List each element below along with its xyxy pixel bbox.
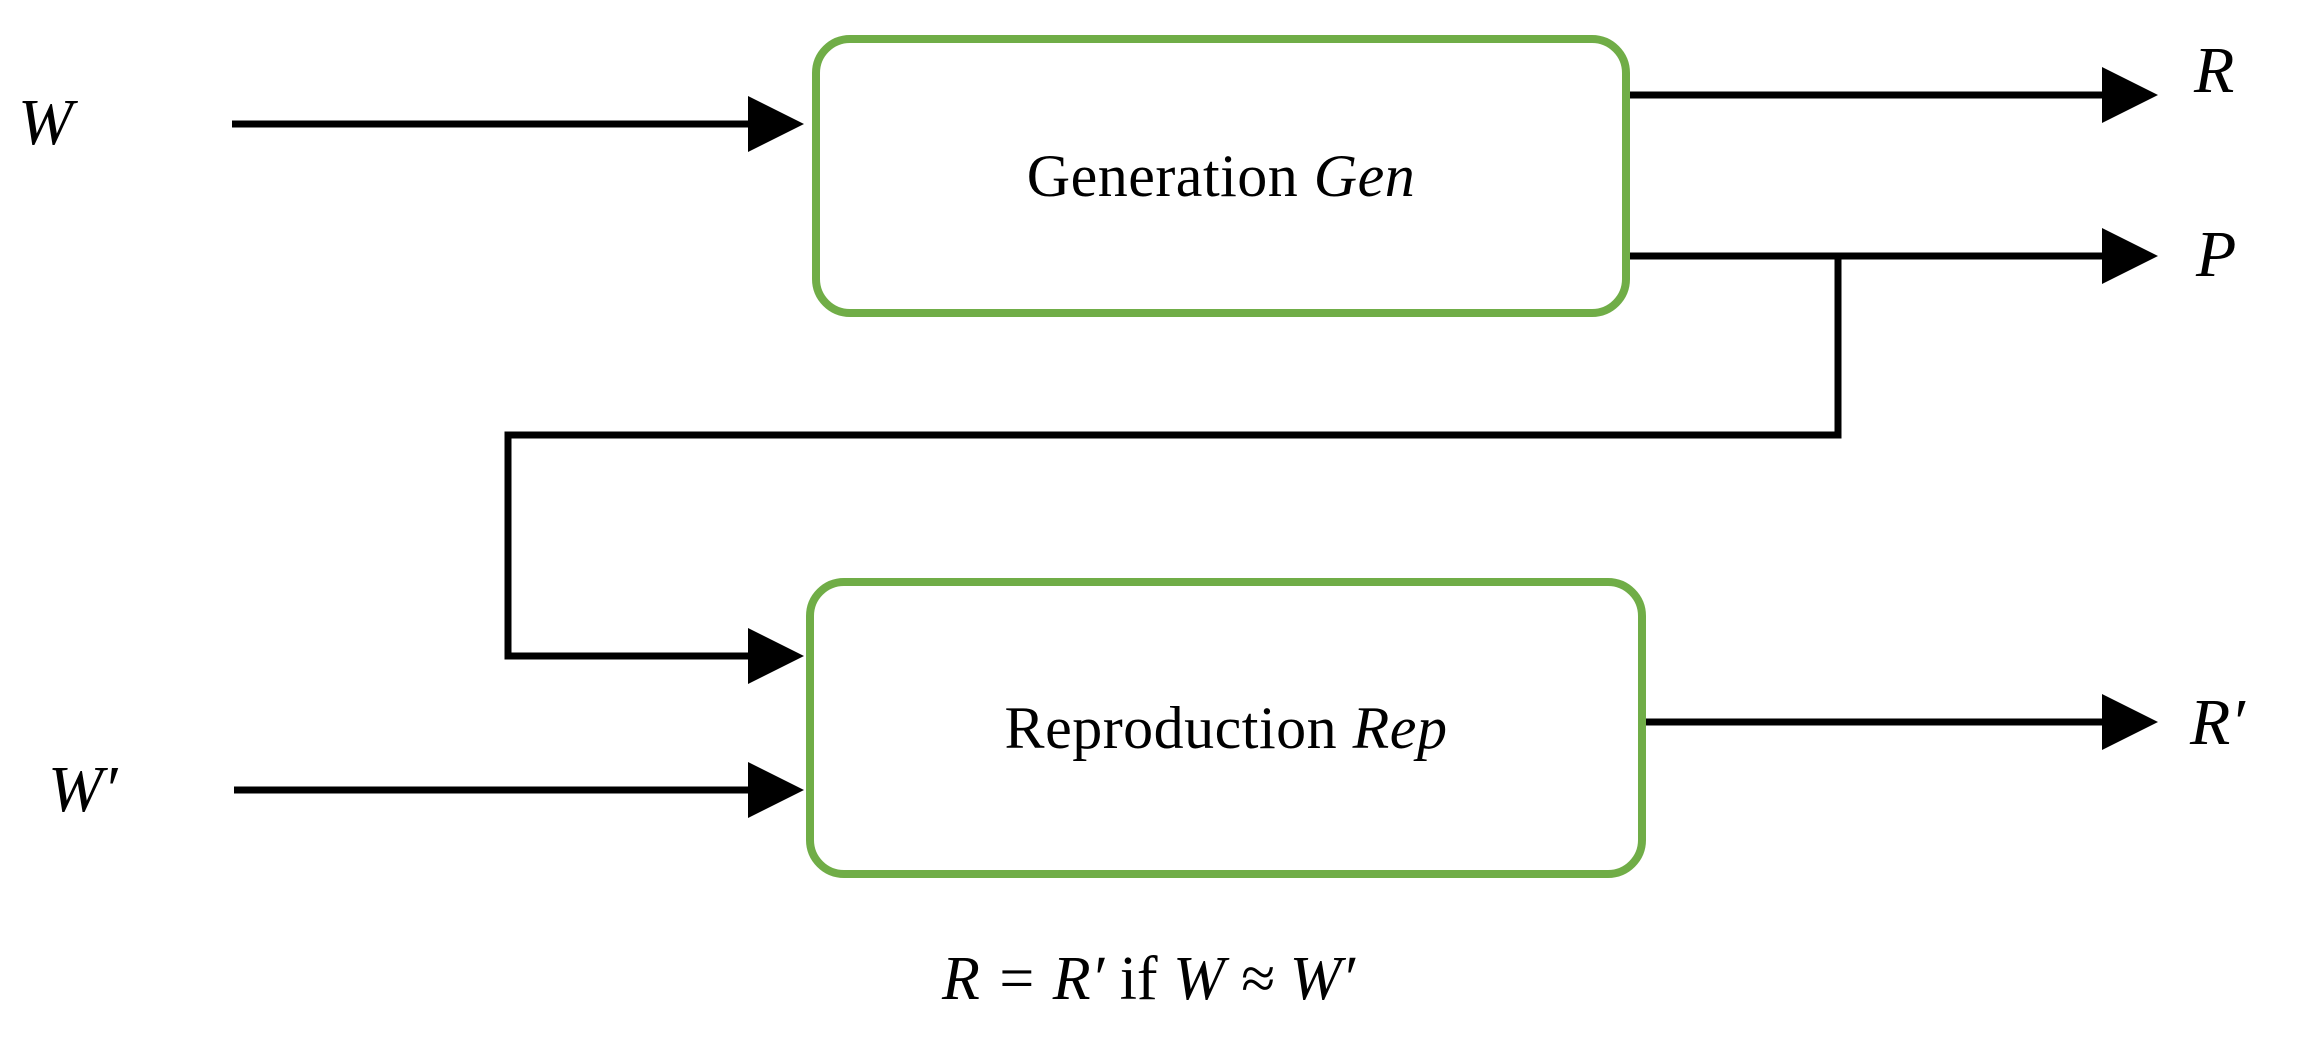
caption-equation: R = R′ if W ≈ W′ xyxy=(0,948,2297,1010)
signal-label-w-prime: W′ xyxy=(48,753,118,826)
process-block-generation-label: Generation Gen xyxy=(1027,146,1416,206)
edge-generation-to-r xyxy=(1628,67,2158,123)
edge-reproduction-to-rprime xyxy=(1644,694,2158,750)
process-block-generation[interactable]: Generation Gen xyxy=(812,35,1630,317)
edge-generation-to-p xyxy=(1628,228,2158,284)
edge-p-feedback-to-reproduction xyxy=(504,256,1842,684)
edge-w-to-generation xyxy=(232,96,804,152)
edge-wprime-to-reproduction xyxy=(234,762,804,818)
generation-label-roman: Generation xyxy=(1026,143,1314,209)
caption-connector-word: if xyxy=(1119,945,1158,1013)
reproduction-label-roman: Reproduction xyxy=(1004,695,1353,761)
caption-rhs: W ≈ W′ xyxy=(1157,945,1355,1013)
caption-lhs: R = R′ xyxy=(942,945,1120,1013)
process-block-reproduction[interactable]: Reproduction Rep xyxy=(806,578,1646,878)
signal-label-p: P xyxy=(2196,218,2237,291)
reproduction-label-italic: Rep xyxy=(1352,695,1448,761)
process-block-reproduction-label: Reproduction Rep xyxy=(1005,698,1448,758)
signal-label-w: W xyxy=(18,86,73,159)
signal-label-r-prime: R′ xyxy=(2190,686,2245,759)
generation-label-italic: Gen xyxy=(1313,143,1416,209)
signal-label-r: R xyxy=(2194,34,2235,107)
